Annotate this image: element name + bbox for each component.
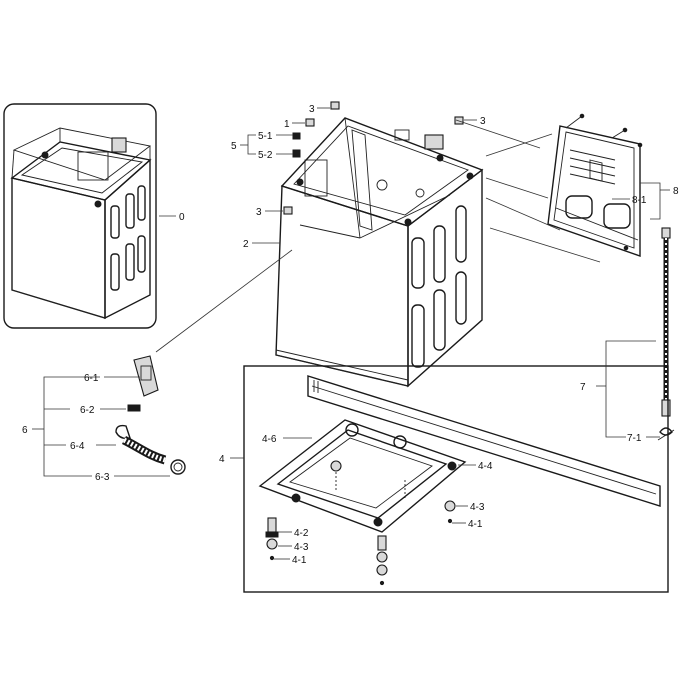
callout-2: 2	[243, 239, 249, 250]
part-4-2-leg	[267, 517, 277, 533]
back-panel-part-8	[547, 113, 643, 257]
callout-3-top-left: 3	[309, 104, 315, 115]
callout-4-4: 4-4	[478, 461, 493, 472]
hose-part-7	[657, 227, 675, 441]
callout-5-1: 5-1	[258, 131, 273, 142]
part-1-clip	[305, 118, 315, 127]
cabinet-hardware	[283, 101, 464, 215]
base-frame-assembly-4	[243, 365, 669, 593]
part-3-clip-c	[283, 206, 293, 215]
callout-7: 7	[580, 382, 586, 393]
callout-4-3-left: 4-3	[294, 542, 309, 553]
part-3-clip-a	[330, 101, 340, 110]
callout-6-4: 6-4	[70, 441, 85, 452]
callout-6-1: 6-1	[84, 373, 99, 384]
callout-4-2: 4-2	[294, 528, 309, 539]
cabinet-part-2	[275, 117, 484, 388]
callout-3-top-right: 3	[480, 116, 486, 127]
callout-4-6: 4-6	[262, 434, 277, 445]
callout-6-2: 6-2	[80, 405, 95, 416]
part-7-1-clamp	[659, 427, 673, 436]
callout-1: 1	[284, 119, 290, 130]
drain-hose-part-6	[115, 355, 186, 475]
callout-3-left: 3	[256, 207, 262, 218]
part-6-2-clip	[127, 404, 141, 412]
callout-5-2: 5-2	[258, 150, 273, 161]
callout-4: 4	[219, 454, 225, 465]
callout-6: 6	[22, 425, 28, 436]
part-5-1-screw	[292, 132, 301, 140]
part-6-4-hose	[115, 424, 131, 440]
callout-7-1: 7-1	[627, 433, 642, 444]
part-3-clip-b	[454, 116, 464, 125]
callout-4-1-right: 4-1	[468, 519, 483, 530]
callout-labels: 0 2 1 3 3 3 5 5-1 5-2 8 8-1 7 7-1 6 6-1 …	[22, 104, 679, 566]
callout-leaders	[32, 107, 670, 560]
part-6-1-guide	[133, 355, 159, 397]
cabinet-assembly-0	[3, 103, 157, 329]
callout-4-3-right: 4-3	[470, 502, 485, 513]
callout-8: 8	[673, 186, 679, 197]
part-5-2-washer	[292, 149, 301, 158]
callout-8-1: 8-1	[632, 195, 647, 206]
callout-6-3: 6-3	[95, 472, 110, 483]
part-6-3-clamp	[170, 459, 186, 475]
callout-4-1-left: 4-1	[292, 555, 307, 566]
connector-lines	[155, 119, 601, 353]
callout-5: 5	[231, 141, 237, 152]
callout-0: 0	[179, 212, 185, 223]
